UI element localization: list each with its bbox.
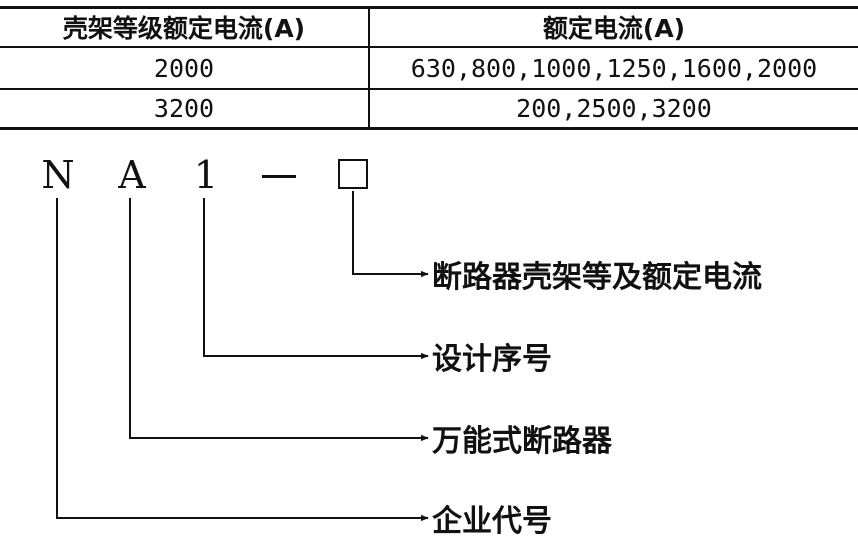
- connector-type: [129, 198, 429, 442]
- table-cell: 2000: [153, 53, 215, 83]
- header-frame-rating: 壳架等级额定电流(A): [62, 14, 306, 43]
- connector-company: [56, 198, 429, 522]
- label-company-code: 企业代号: [432, 504, 552, 539]
- rating-table: 壳架等级额定电流(A) 额定电流(A) 2000 630,800,1000,12…: [0, 0, 858, 130]
- table-cell: 630,800,1000,1250,1600,2000: [410, 53, 818, 83]
- code-digit-1: 1: [193, 153, 219, 197]
- connector-rating: [352, 191, 429, 278]
- table-cell: 200,2500,3200: [516, 94, 712, 123]
- column-divider: [368, 8, 370, 129]
- header-rated-current: 额定电流(A): [542, 14, 686, 43]
- code-letter-n: N: [41, 153, 75, 197]
- table-bottom-rule: [0, 127, 858, 130]
- code-placeholder-box: [338, 159, 368, 189]
- label-frame-rating: 断路器壳架等及额定电流: [432, 260, 762, 295]
- label-design-serial: 设计序号: [432, 342, 552, 377]
- table-top-rule: [0, 6, 858, 9]
- row-rule: [0, 88, 858, 90]
- code-dash: [262, 175, 296, 178]
- label-universal-breaker: 万能式断路器: [432, 424, 612, 459]
- table-cell: 3200: [153, 94, 215, 123]
- code-letter-a: A: [118, 153, 146, 197]
- header-rule: [0, 46, 858, 48]
- connector-design: [203, 198, 429, 360]
